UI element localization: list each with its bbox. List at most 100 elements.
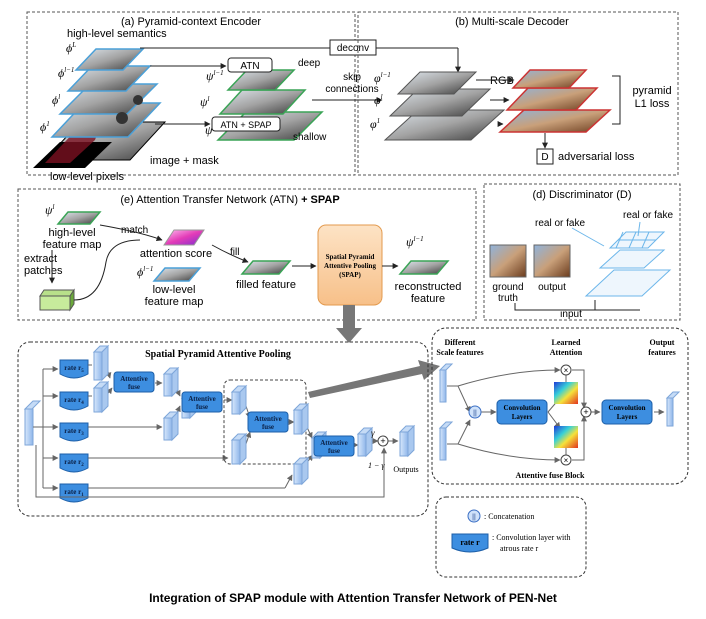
encoder-layer-stack [33,48,167,168]
feature-cube [230,432,248,466]
rate-label-r2: rate r2 [64,458,84,468]
atn-title: (e) Attention Transfer Network (ATN) + S… [120,194,339,206]
skip-label: skip [343,72,361,83]
spap-flow-lines [35,364,399,498]
fb-concat-circle [468,405,482,419]
d-box-label: D [541,152,548,163]
atn-filled-feature: filled feature [236,279,296,291]
atn-spap-box [211,116,281,132]
decoder-phi-1: φ1 [370,117,380,131]
fb-features: features [648,348,675,357]
atn-feature-map: feature map [43,239,102,251]
fb-concat-symbol: || [473,410,477,417]
decoder-panel [357,11,679,176]
attentive-fuse-label: Attentive [320,439,348,447]
disc-input: input [560,309,582,320]
atn-reconstructed: reconstructed [395,281,462,293]
spap-line-3: (SPAP) [339,271,361,279]
fb-title: Attentive fuse Block [516,471,585,480]
spap-plus-sign: + [380,436,385,446]
legend-rate-label: rate r [460,538,480,547]
atn-attention-score: attention score [140,248,212,260]
fb-conv-1-line2: Layers [512,413,533,421]
atn-low-level: low-level [153,284,196,296]
spap-one-minus-gamma: 1 − γ [368,461,385,470]
legend-rate-shape [451,533,489,553]
reconstructed-map [398,260,450,275]
fb-mult-circle-bottom [560,454,572,466]
attention-score-map [163,229,205,246]
spap-outputs: Outputs [393,465,418,474]
encoder-psi-l-1: ψl−1 [206,69,224,83]
legend-conv-line2: atrous rate r [500,544,539,553]
attentive-fuse-blocks: AttentivefuseAttentivefuseAttentivefuseA… [113,371,355,457]
decoder-rgb-stack [498,69,612,133]
feature-cube [92,344,110,382]
fb-plus-sign: + [583,407,588,417]
deconv-label: deconv [337,43,369,54]
rate-label-r4: rate r4 [64,396,84,406]
fb-different: Different [445,338,476,347]
connections-label: connections [325,84,378,95]
atn-match: match [121,225,148,236]
image-mask-label: image + mask [150,155,219,167]
disc-ground: ground [492,282,523,293]
feature-cube [92,380,110,414]
decoder-phi-l-1: φl−1 [374,71,391,85]
disc-real-fake-1: real or fake [535,218,585,229]
feature-cube [162,366,180,398]
fb-conv-1-line1: Convolution [504,404,541,412]
spap-line-2: Attentive Pooling [324,262,376,270]
encoder-phi-l-1: ϕl−1 [58,66,74,80]
legend-conv-line1: : Convolution layer with [492,533,570,542]
atn-phi: ϕl−1 [137,265,153,279]
feature-cube [356,426,374,458]
legend-concat-circle [467,509,481,523]
fb-output-cube [665,391,681,399]
low-level-map [152,267,202,282]
rate-block-r4: rate r4 [59,391,89,411]
low-level-label: low-level pixels [50,171,124,183]
disc-truth: truth [498,293,518,304]
atn-panel [17,188,477,321]
atn-box-label: ATN [240,61,259,72]
atn-patches: patches [24,265,63,277]
feature-cube [292,402,310,436]
encoder-psi-l: ψl [200,95,209,109]
legend-concat-symbol: || [472,514,476,521]
spap-input-feature [23,400,42,410]
atn-high-level: high-level [48,227,95,239]
disc-output: output [538,282,566,293]
legend-concat: : Concatenation [484,512,534,521]
rate-label-r5: rate r5 [64,364,84,374]
fb-attention: Attention [550,348,583,357]
atn-feature: feature [411,293,445,305]
encoder-panel [26,11,356,176]
rate-block-r3: rate r3 [59,422,89,442]
fb-output: Output [650,338,675,347]
rate-label-r3: rate r3 [64,427,84,437]
fb-scale-features: Scale features [436,348,483,357]
atn-feature-map2: feature map [145,296,204,308]
spap-panel [17,341,429,517]
decoder-layer-stack [383,71,506,141]
encoder-phi-L: ϕL [66,41,76,55]
atn-box [227,57,273,73]
feature-cube [162,410,180,442]
fb-learned: Learned [552,338,581,347]
ground-truth-photo [489,244,527,278]
rate-block-r2: rate r2 [59,453,89,473]
spap-gamma: γ [371,428,375,438]
feature-cube [398,424,416,458]
attentive-fuse-sublabel: fuse [328,447,340,455]
l1-loss-label: L1 loss [635,98,670,110]
fb-conv-2-line2: Layers [617,413,638,421]
attentive-fuse-sublabel: fuse [128,383,140,391]
fb-conv-1 [496,399,548,425]
adversarial-label: adversarial loss [558,151,635,163]
patch-cube [39,288,75,312]
atn-fill: fill [230,247,239,258]
